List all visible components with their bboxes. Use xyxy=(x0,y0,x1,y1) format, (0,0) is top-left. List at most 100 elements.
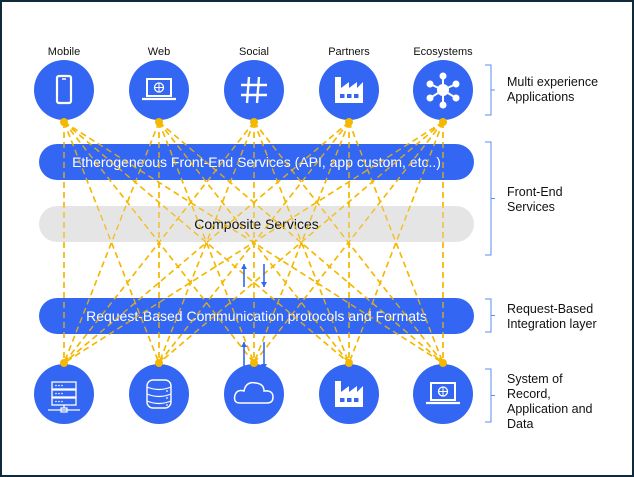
top-label-web: Web xyxy=(147,46,171,58)
factory-window xyxy=(347,94,352,98)
connector-line-overlay xyxy=(63,121,160,364)
node-circle xyxy=(34,364,94,424)
bottom-node-cloud xyxy=(224,364,284,424)
top-label-mobile: Mobile xyxy=(47,46,81,58)
server-led xyxy=(58,392,60,395)
connector-anchor-top xyxy=(60,118,68,126)
connector-anchor-top xyxy=(345,118,353,126)
top-label-ecosystems: Ecosystems xyxy=(413,46,473,58)
cloud-icon xyxy=(233,381,274,404)
database-disc xyxy=(146,400,172,405)
layer-label-line: Data xyxy=(507,417,534,431)
hub-node xyxy=(452,80,460,88)
layer-label-line: Front-End xyxy=(507,185,563,199)
layer-label-line: Services xyxy=(507,200,555,214)
connector-line-overlay xyxy=(158,121,255,364)
hub-node xyxy=(426,94,434,102)
factory-window xyxy=(340,398,345,402)
top-node-web xyxy=(129,60,189,120)
connector-line-overlay xyxy=(348,121,444,364)
server-led xyxy=(55,384,57,387)
layer-label-line: Record, xyxy=(507,387,551,401)
composite-services-bar: Composite Services xyxy=(39,206,474,242)
factory-window xyxy=(340,94,345,98)
node-circle xyxy=(129,364,189,424)
top-node-ecosystems xyxy=(413,60,473,120)
layer-label-line: Request-Based xyxy=(507,302,594,316)
node-circle xyxy=(224,364,284,424)
top-label-partners: Partners xyxy=(328,46,370,58)
layer-label-multi-experience: Multi experience Applications xyxy=(507,75,598,105)
laptop-globe-icon xyxy=(146,78,172,97)
hub-node xyxy=(439,101,447,109)
bottom-node-laptop-globe xyxy=(413,364,473,424)
connector-line-overlay xyxy=(348,121,444,364)
server-led xyxy=(61,392,63,395)
connector-anchor-bottom xyxy=(439,359,447,367)
layer-label-line: Applications xyxy=(507,90,575,104)
server-led xyxy=(61,400,63,403)
connector-line-overlay xyxy=(158,121,444,364)
hub-node xyxy=(439,72,447,80)
connector-line-overlay xyxy=(63,121,350,364)
request-based-protocols-label: Request-Based Communication protocols an… xyxy=(86,308,427,324)
top-label-social: Social xyxy=(239,46,269,58)
bottom-node-database xyxy=(129,364,189,424)
connector-anchor-bottom xyxy=(155,359,163,367)
top-node-partners xyxy=(319,60,379,120)
connector-line-overlay xyxy=(158,121,444,364)
connector-line-overlay xyxy=(63,121,160,364)
connector-line-overlay xyxy=(253,121,350,364)
laptop-globe-icon xyxy=(430,382,456,401)
hub-node xyxy=(452,94,460,102)
bracket-integration xyxy=(485,298,492,333)
factory-window xyxy=(347,398,352,402)
layer-label-line: Multi experience xyxy=(507,75,599,89)
layer-label-line: Integration layer xyxy=(507,317,597,331)
layer-label-line: Application and xyxy=(507,402,593,416)
top-node-mobile xyxy=(34,60,94,120)
top-node-social xyxy=(224,60,284,120)
node-circle xyxy=(224,60,284,120)
bottom-node-server-rack xyxy=(34,364,94,424)
factory-window xyxy=(354,398,359,402)
database-disc xyxy=(146,393,172,398)
layer-label-line: System of xyxy=(507,372,563,386)
database-led xyxy=(166,390,168,392)
node-circle xyxy=(34,60,94,120)
bracket-multi-experience xyxy=(485,64,492,116)
connector-anchor-bottom xyxy=(60,359,68,367)
up-arrow-upper-head xyxy=(241,264,247,269)
layer-label-integration: Request-Based Integration layer xyxy=(507,302,597,332)
bottom-node-factory xyxy=(319,364,379,424)
layer-label-system-of-record: System of Record, Application and Data xyxy=(507,372,592,432)
bracket-front-end xyxy=(485,141,492,256)
layer-label-front-end: Front-End Services xyxy=(507,185,563,215)
server-led xyxy=(55,392,57,395)
bracket-system-of-record xyxy=(485,368,492,423)
connector-anchor-top xyxy=(250,118,258,126)
hashtag-icon xyxy=(245,76,251,104)
hashtag-icon xyxy=(255,76,261,104)
up-arrow-lower-head xyxy=(241,342,247,347)
smartphone-icon xyxy=(55,74,73,105)
server-led xyxy=(58,384,60,387)
factory-window xyxy=(354,94,359,98)
request-based-protocols-bar: Request-Based Communication protocols an… xyxy=(39,298,474,334)
connector-line-overlay xyxy=(63,121,255,364)
server-led xyxy=(58,400,60,403)
connector-anchor-bottom xyxy=(345,359,353,367)
hub-node xyxy=(426,80,434,88)
down-arrow-upper-head xyxy=(261,282,267,287)
connector-anchor-top xyxy=(155,118,163,126)
server-rack-icon xyxy=(51,389,77,398)
server-led xyxy=(55,400,57,403)
server-rack-icon xyxy=(51,381,77,390)
connector-anchor-top xyxy=(439,118,447,126)
network-hub-icon xyxy=(437,84,449,96)
connector-anchor-bottom xyxy=(250,359,258,367)
connector-line-overlay xyxy=(63,121,444,364)
server-led xyxy=(61,384,63,387)
